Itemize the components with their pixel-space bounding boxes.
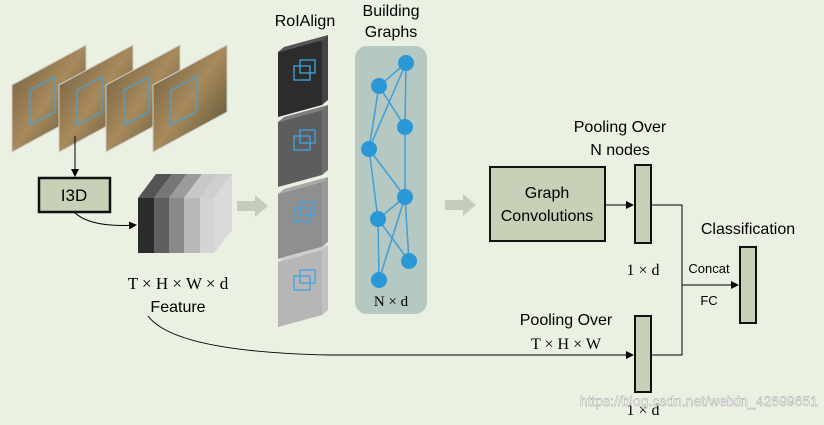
i3d-to-feature-arrow — [73, 211, 137, 230]
dim-top-label: 1 × d — [626, 262, 659, 279]
concat-connector — [651, 204, 683, 356]
flow-arrow-to-roialign — [237, 195, 268, 217]
roi-feature-map-icon — [278, 35, 328, 327]
roi-map — [278, 105, 328, 187]
roialign-title: RoIAlign — [275, 13, 335, 30]
fc-label: FC — [700, 293, 717, 308]
graph-node — [361, 141, 377, 157]
graph-node — [370, 211, 386, 227]
pool-nodes-title-line2: N nodes — [590, 142, 650, 159]
graph-conv-label-line2: Convolutions — [501, 208, 594, 225]
classification-bar — [739, 246, 757, 324]
graph-size-label: N × d — [374, 294, 409, 310]
graph-node — [371, 272, 387, 288]
video-frame — [152, 44, 228, 153]
watermark-text: https://blog.csdn.net/weixin_42699651 — [580, 393, 818, 409]
building-graphs-title-line1: Building — [363, 3, 420, 20]
roi-map — [278, 177, 328, 259]
i3d-block: I3D — [37, 176, 112, 214]
graph-node — [398, 55, 414, 71]
feature-dims-label: T × H × W × d — [128, 274, 229, 293]
feature-volume-cube-icon — [138, 174, 232, 253]
feature-to-pool-arrow — [147, 315, 634, 359]
graph-edges — [368, 62, 410, 281]
pool-feat-title-line2: T × H × W — [531, 336, 602, 353]
classification-title: Classification — [701, 221, 795, 238]
pool-feat-bar — [634, 315, 652, 393]
concat-label: Concat — [688, 261, 730, 276]
graph-node — [371, 78, 387, 94]
flow-arrow-to-graph-conv — [445, 194, 476, 216]
graph-convolutions-block: Graph Convolutions — [489, 166, 606, 242]
i3d-label: I3D — [61, 186, 87, 205]
building-graphs-title-line2: Graphs — [365, 24, 417, 41]
graph-conv-label-line1: Graph — [525, 185, 569, 202]
pool-nodes-title-line1: Pooling Over — [574, 119, 667, 136]
roi-map — [278, 35, 328, 117]
pool-feat-title-line1: Pooling Over — [520, 312, 613, 329]
graph-panel — [355, 46, 427, 314]
feature-label: Feature — [150, 299, 205, 316]
graph-node — [397, 189, 413, 205]
graph-node — [397, 119, 413, 135]
dim-bottom-label: 1 × d — [626, 402, 659, 419]
video-frame-stack-icon — [11, 44, 228, 153]
graph-nodes — [361, 55, 417, 288]
roi-map — [278, 245, 328, 327]
graph-node — [401, 253, 417, 269]
pool-nodes-bar — [634, 164, 652, 244]
